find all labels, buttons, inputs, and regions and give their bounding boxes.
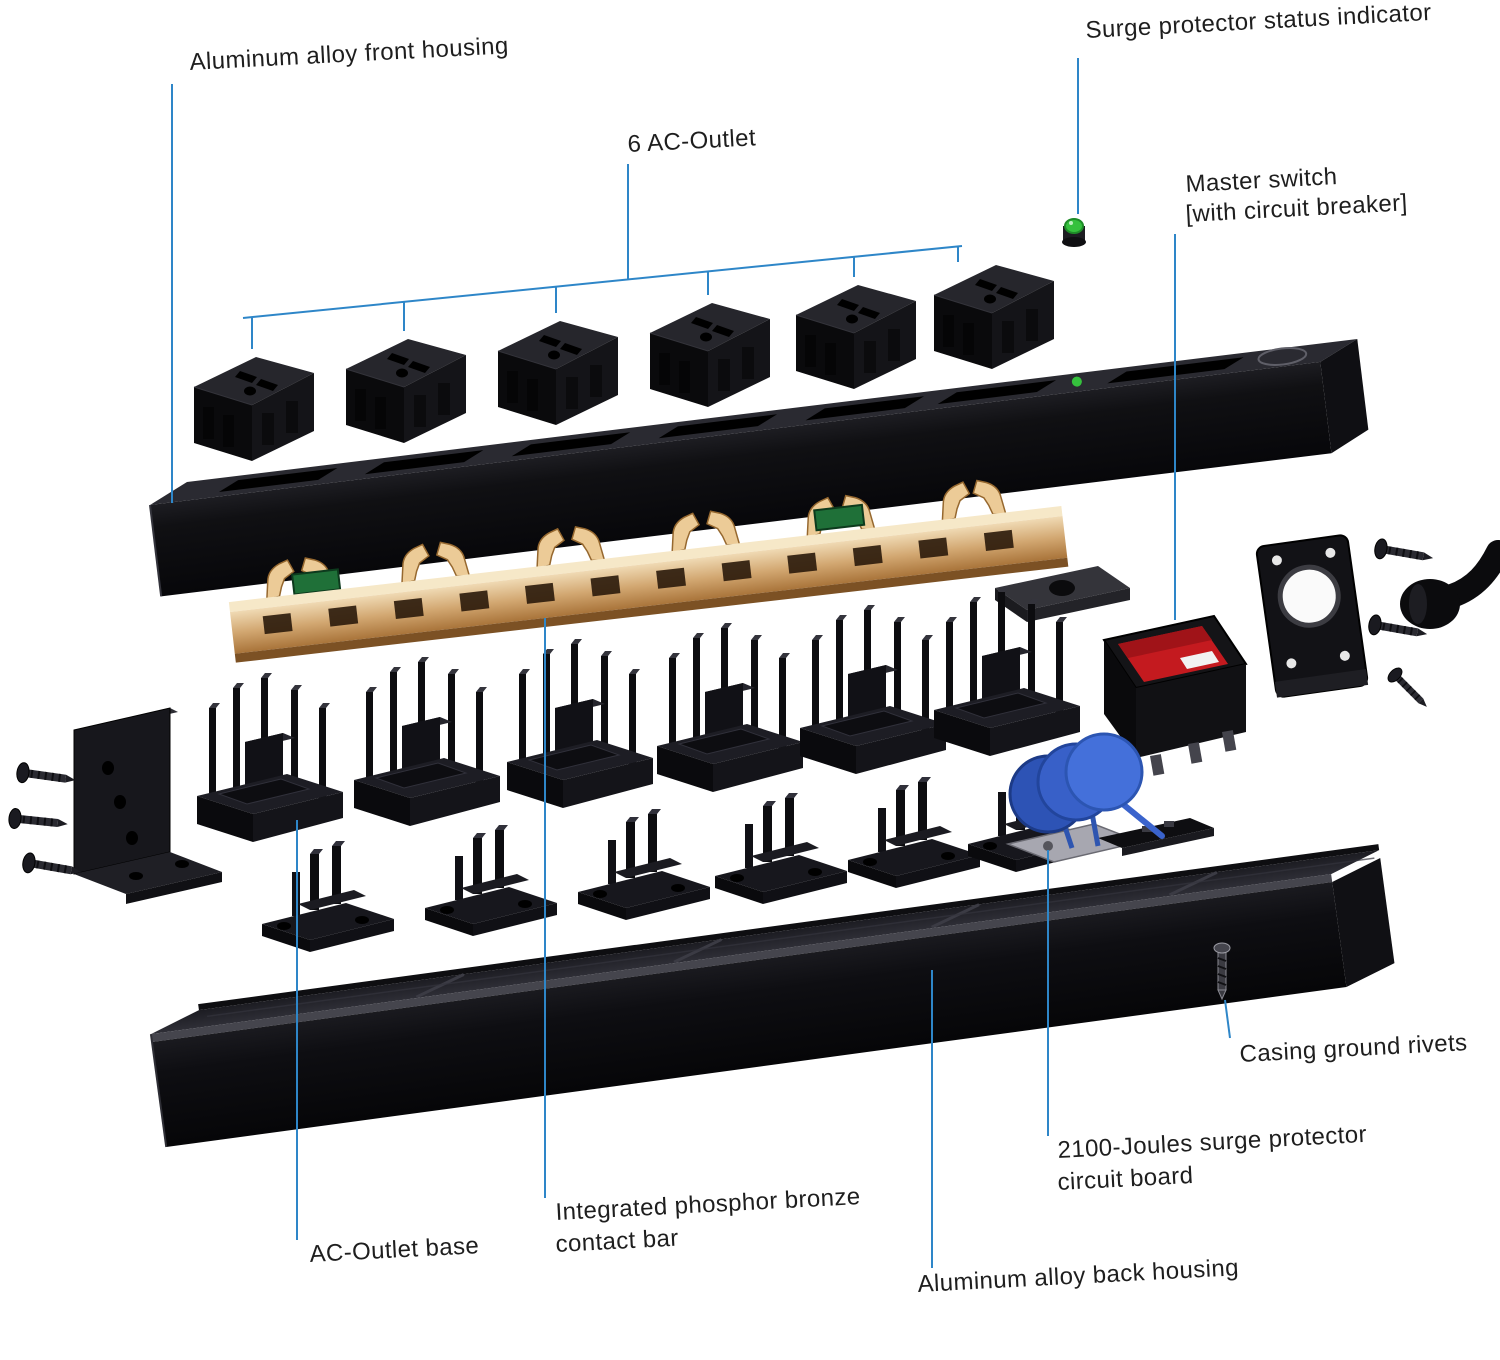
leader-ground-rivets [1224,999,1231,1039]
thermal-fuse-pcb-right [813,503,866,532]
cavity-dividers [415,871,1218,999]
outlet-bracket-3 [578,809,710,920]
outlet-bracket-4 [715,793,847,904]
label-surge-board-line1: 2100-Joules surge protector [1057,1121,1368,1164]
outlet-bracket-5 [848,777,980,888]
cord-hole [1277,564,1341,628]
outlet-cover-5 [795,284,917,390]
label-six-ac-outlet: 6 AC-Outlet [627,124,757,158]
ground-rivet [1213,942,1231,1001]
varistor-discs [1008,732,1165,849]
back-housing-end-face [1332,858,1395,988]
leader-six-outlets [242,164,963,349]
label-surge-board-line2: circuit board [1057,1162,1194,1196]
contact-bar-top-edge [228,506,1063,612]
end-plate [1255,534,1369,698]
outlet-cover-3 [497,320,619,426]
front-housing-left-edge [149,504,163,597]
label-front-housing: Aluminum alloy front housing [189,32,509,76]
label-contact-bar-line2: contact bar [555,1225,679,1258]
label-back-housing: Aluminum alloy back housing [917,1254,1240,1298]
outlet-cover-1 [193,356,315,462]
outlet-cover-4 [649,302,771,408]
front-housing-end-face [1320,338,1369,454]
outlet-base-5 [799,604,947,775]
label-status-indicator: Surge protector status indicator [1085,0,1432,44]
front-housing [149,338,1369,597]
outlet-base-3 [506,638,654,809]
power-cord [1400,540,1500,629]
screw-icon [1372,536,1436,569]
status-led [1062,218,1086,247]
contact-bar-slots [262,529,1014,635]
bracket-holes [102,761,189,880]
master-switch [1102,614,1248,776]
outlet-bracket-2 [425,825,557,936]
screw-icon [14,760,78,791]
plate-hole [1049,580,1075,596]
outlet-base-2 [353,656,501,827]
brand-logo-icon [1257,347,1308,366]
label-contact-bar-line1: Integrated phosphor bronze [555,1183,861,1226]
front-housing-front-face [150,361,1332,597]
back-housing-cavity [150,850,1380,1035]
led-dome [1064,218,1084,234]
status-led-marker [1071,376,1082,387]
outlet-bracket-1 [262,841,394,952]
varistor-3 [1064,732,1144,812]
label-master-switch-line1: Master switch [1185,163,1338,198]
switch-terminals [1150,730,1237,776]
left-mounting-bracket [73,707,222,904]
screw-icon [1384,664,1434,714]
contact-bar [228,476,1069,663]
back-housing-rear-rim [198,844,1380,1011]
outlet-base-1 [196,672,344,843]
contact-bar-lip [234,557,1069,663]
back-housing-front-rim [150,874,1333,1042]
switch-mounting-plate [995,566,1130,622]
outlet-cover-6 [933,264,1055,370]
label-ground-rivets: Casing ground rivets [1239,1029,1468,1068]
label-outlet-base: AC-Outlet base [309,1232,480,1268]
screw-icon [6,806,70,836]
outlet-cover-2 [345,338,467,444]
leader-lines [171,58,1231,1268]
outlet-base-4 [656,622,804,793]
switch-label-window [1180,651,1219,669]
